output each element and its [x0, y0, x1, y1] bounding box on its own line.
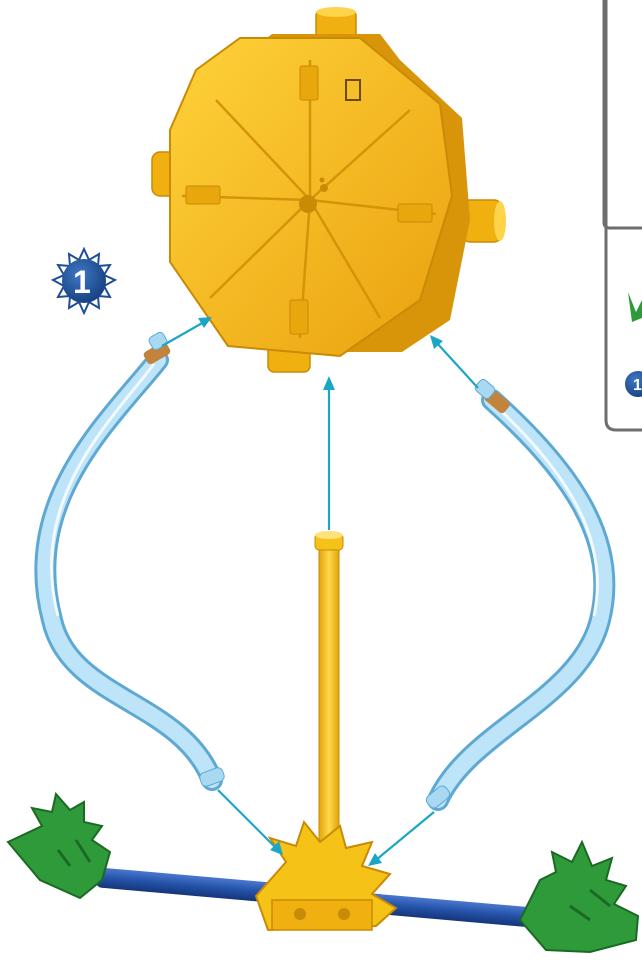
arrow-right-tube-to-hub	[436, 342, 478, 388]
yellow-connector-icon	[256, 822, 396, 930]
right-tube-icon	[424, 378, 604, 810]
step-badge: 1	[53, 249, 115, 313]
step-number: 1	[73, 264, 91, 300]
left-tube-icon	[45, 331, 225, 788]
side-panel-step-badge: 1	[624, 370, 642, 398]
side-panel-border	[606, 0, 642, 430]
right-green-connector-icon	[520, 842, 638, 952]
hub-part-icon	[152, 7, 506, 372]
left-green-connector-icon	[8, 794, 110, 898]
side-panel-badge-number: 1	[633, 377, 642, 394]
arrow-left-tube-to-hub	[162, 322, 204, 346]
yellow-rod-icon	[315, 531, 343, 846]
side-panel-green-connector-icon	[628, 292, 642, 322]
arrow-right-tube-to-connector	[376, 812, 434, 860]
arrow-left-tube-to-connector	[218, 790, 276, 848]
side-panel: 1	[604, 0, 642, 430]
